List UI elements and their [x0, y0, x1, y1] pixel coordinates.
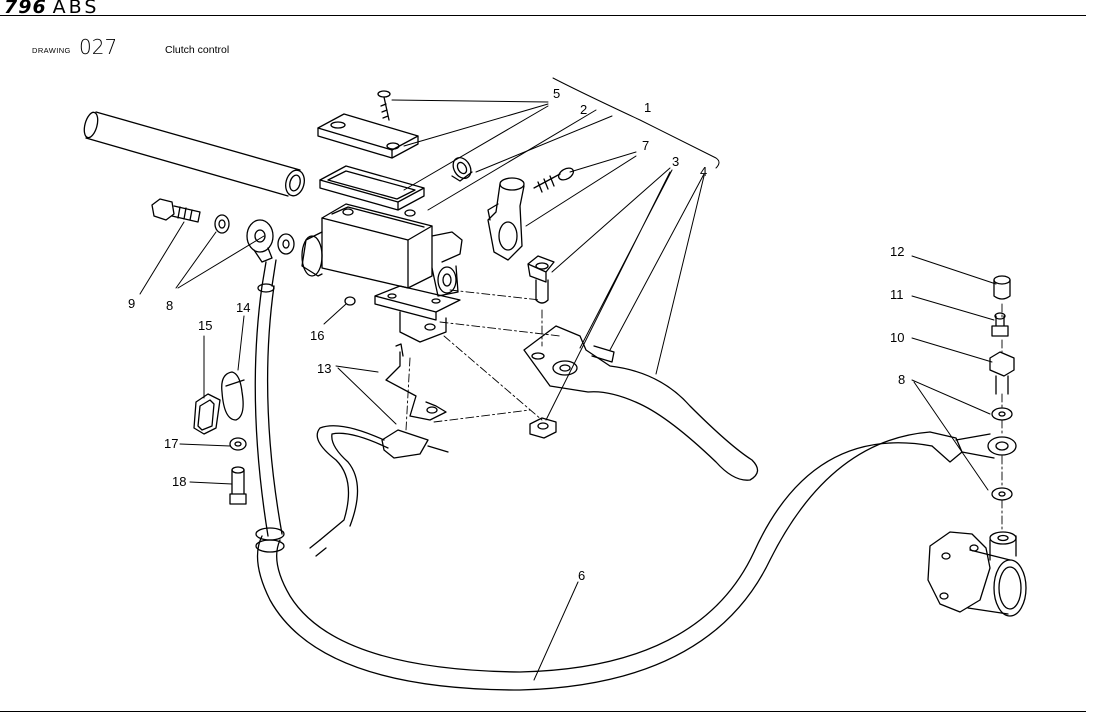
slave-cylinder	[927, 531, 1027, 617]
callout-16: 16	[310, 328, 324, 343]
model-suffix: ABS	[52, 0, 100, 18]
bleed-valve	[991, 312, 1009, 337]
drawing-label: DRAWING	[32, 46, 71, 55]
drawing-number: 027	[79, 35, 118, 59]
model-logo: 796 ABS	[4, 0, 99, 18]
callout-15: 15	[198, 318, 212, 333]
callout-4: 4	[700, 164, 707, 179]
callout-1: 1	[644, 100, 651, 115]
banjo-washers	[214, 214, 295, 255]
callout-10: 10	[890, 330, 904, 345]
callout-2: 2	[580, 102, 587, 117]
banjo-fitting	[246, 219, 274, 263]
callout-8-left: 8	[166, 298, 173, 313]
cap-screw	[377, 90, 391, 121]
callout-12: 12	[890, 244, 904, 259]
washer-small	[229, 437, 247, 451]
clutch-hose	[254, 259, 995, 691]
clamp-screw	[533, 167, 575, 193]
handlebar-clamp	[487, 177, 525, 261]
callout-7: 7	[642, 138, 649, 153]
clutch-switch	[309, 343, 449, 557]
clutch-lever	[523, 325, 759, 481]
header-rule	[0, 15, 1086, 16]
model-name: 796	[4, 0, 47, 18]
reservoir-cap	[317, 113, 419, 159]
footer-rule	[0, 711, 1086, 712]
lever-nut	[529, 417, 557, 439]
callout-5: 5	[553, 86, 560, 101]
callout-17: 17	[164, 436, 178, 451]
rubber-cap	[344, 296, 356, 306]
callout-13: 13	[317, 361, 331, 376]
hex-screw	[229, 466, 247, 505]
callout-3: 3	[672, 154, 679, 169]
callout-6: 6	[578, 568, 585, 583]
callout-labels: 1 2 3 4 5 6 7 8 8 9 10 11 12 13 14 15 16…	[128, 86, 905, 583]
rubber-grommet	[193, 393, 221, 435]
callout-9: 9	[128, 296, 135, 311]
leader-lines	[139, 77, 997, 681]
master-cylinder-body	[301, 203, 463, 343]
hose-banjo	[987, 436, 1017, 456]
pivot-bolt	[527, 255, 555, 304]
handlebar-tube	[83, 111, 305, 197]
cap-gasket	[319, 165, 425, 211]
hose-clip	[221, 371, 245, 421]
union-fitting	[989, 351, 1015, 395]
rubber-boot	[451, 157, 473, 182]
drawing-title: Clutch control	[165, 44, 230, 56]
callout-18: 18	[172, 474, 186, 489]
callout-8-right: 8	[898, 372, 905, 387]
callout-14: 14	[236, 300, 250, 315]
callout-11: 11	[890, 287, 904, 302]
alignment-lines	[405, 289, 1003, 533]
bleed-cap	[993, 275, 1011, 300]
banjo-bolt	[151, 198, 201, 223]
